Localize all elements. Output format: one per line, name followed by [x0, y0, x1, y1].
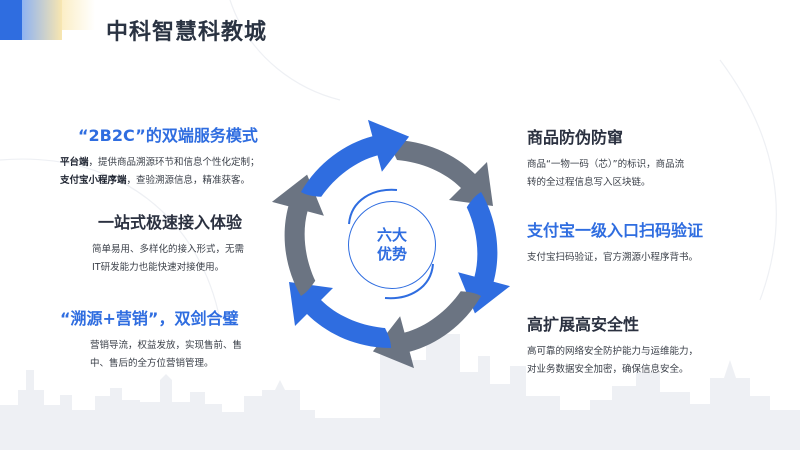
feature-desc: 商品“一物一码（芯）”的标识，商品流 转的全过程信息写入区块链。: [527, 156, 684, 192]
center-label: 六大 优势: [348, 201, 436, 289]
feature-title: “溯源+营销”，双剑合璧: [60, 309, 239, 328]
feature-desc: 营销导流，权益发放，实现售前、售 中、售后的全方位营销管理。: [60, 337, 242, 373]
feature-desc-line: 商品“一物一码（芯）”的标识，商品流: [527, 159, 685, 170]
page-title: 中科智慧科教城: [106, 20, 268, 45]
feature-security: 高扩展高安全性 高可靠的网络安全防护能力与运维能力， 对业务数据安全加密，确保信…: [527, 315, 698, 379]
city-skyline-illustration: [0, 320, 800, 450]
feature-desc: 高可靠的网络安全防护能力与运维能力， 对业务数据安全加密，确保信息安全。: [527, 343, 698, 379]
feature-2b2c: “2B2C”的双端服务模式 平台端，提供商品溯源环节和信息个性化定制； 支付宝小…: [60, 126, 260, 190]
feature-desc-line: 支付宝扫码验证，官方溯源小程序背书。: [527, 252, 699, 263]
feature-desc-line: 高可靠的网络安全防护能力与运维能力，: [527, 346, 699, 357]
center-label-line1: 六大: [376, 226, 407, 244]
feature-one-stop: 一站式极速接入体验 简单易用、多样化的接入形式，无需 IT研发能力也能快速对接使…: [92, 213, 244, 277]
feature-desc: 简单易用、多样化的接入形式，无需 IT研发能力也能快速对接使用。: [92, 241, 244, 277]
desc-text: ，提供商品溯源环节和信息个性化定制；: [88, 157, 260, 168]
feature-title: “2B2C”的双端服务模式: [78, 126, 258, 145]
header-decoration-gradient: [22, 0, 62, 40]
desc-text: ，查验溯源信息，精准获客。: [126, 175, 251, 186]
center-label-line2: 优势: [376, 245, 407, 263]
center-hub: 六大 优势: [348, 201, 470, 323]
feature-trace-marketing: “溯源+营销”，双剑合璧 营销导流，权益发放，实现售前、售 中、售后的全方位营销…: [60, 309, 242, 373]
feature-desc-line: IT研发能力也能快速对接使用。: [92, 262, 225, 273]
feature-desc-line: 简单易用、多样化的接入形式，无需: [92, 244, 245, 255]
feature-desc-line: 营销导流，权益发放，实现售前、售: [90, 340, 243, 351]
header-decoration-blue: [0, 0, 22, 40]
feature-desc-line: 中、售后的全方位营销管理。: [90, 358, 214, 369]
feature-title: 商品防伪防窜: [527, 128, 624, 147]
feature-desc-line: 平台端，提供商品溯源环节和信息个性化定制；: [60, 154, 260, 172]
feature-desc-line: 支付宝小程序端，查验溯源信息，精准获客。: [60, 172, 260, 190]
feature-anti-counterfeit: 商品防伪防窜 商品“一物一码（芯）”的标识，商品流 转的全过程信息写入区块链。: [527, 128, 684, 192]
feature-desc: 支付宝扫码验证，官方溯源小程序背书。: [527, 249, 703, 267]
desc-bold: 支付宝小程序端: [60, 175, 127, 186]
feature-title: 支付宝一级入口扫码验证: [527, 221, 704, 240]
feature-title: 一站式极速接入体验: [98, 213, 243, 232]
feature-desc-line: 对业务数据安全加密，确保信息安全。: [527, 364, 689, 375]
feature-alipay-scan: 支付宝一级入口扫码验证 支付宝扫码验证，官方溯源小程序背书。: [527, 221, 703, 267]
desc-bold: 平台端: [60, 157, 89, 168]
feature-title: 高扩展高安全性: [527, 315, 640, 334]
feature-desc: 平台端，提供商品溯源环节和信息个性化定制； 支付宝小程序端，查验溯源信息，精准获…: [60, 154, 260, 190]
feature-desc-line: 转的全过程信息写入区块链。: [527, 177, 651, 188]
